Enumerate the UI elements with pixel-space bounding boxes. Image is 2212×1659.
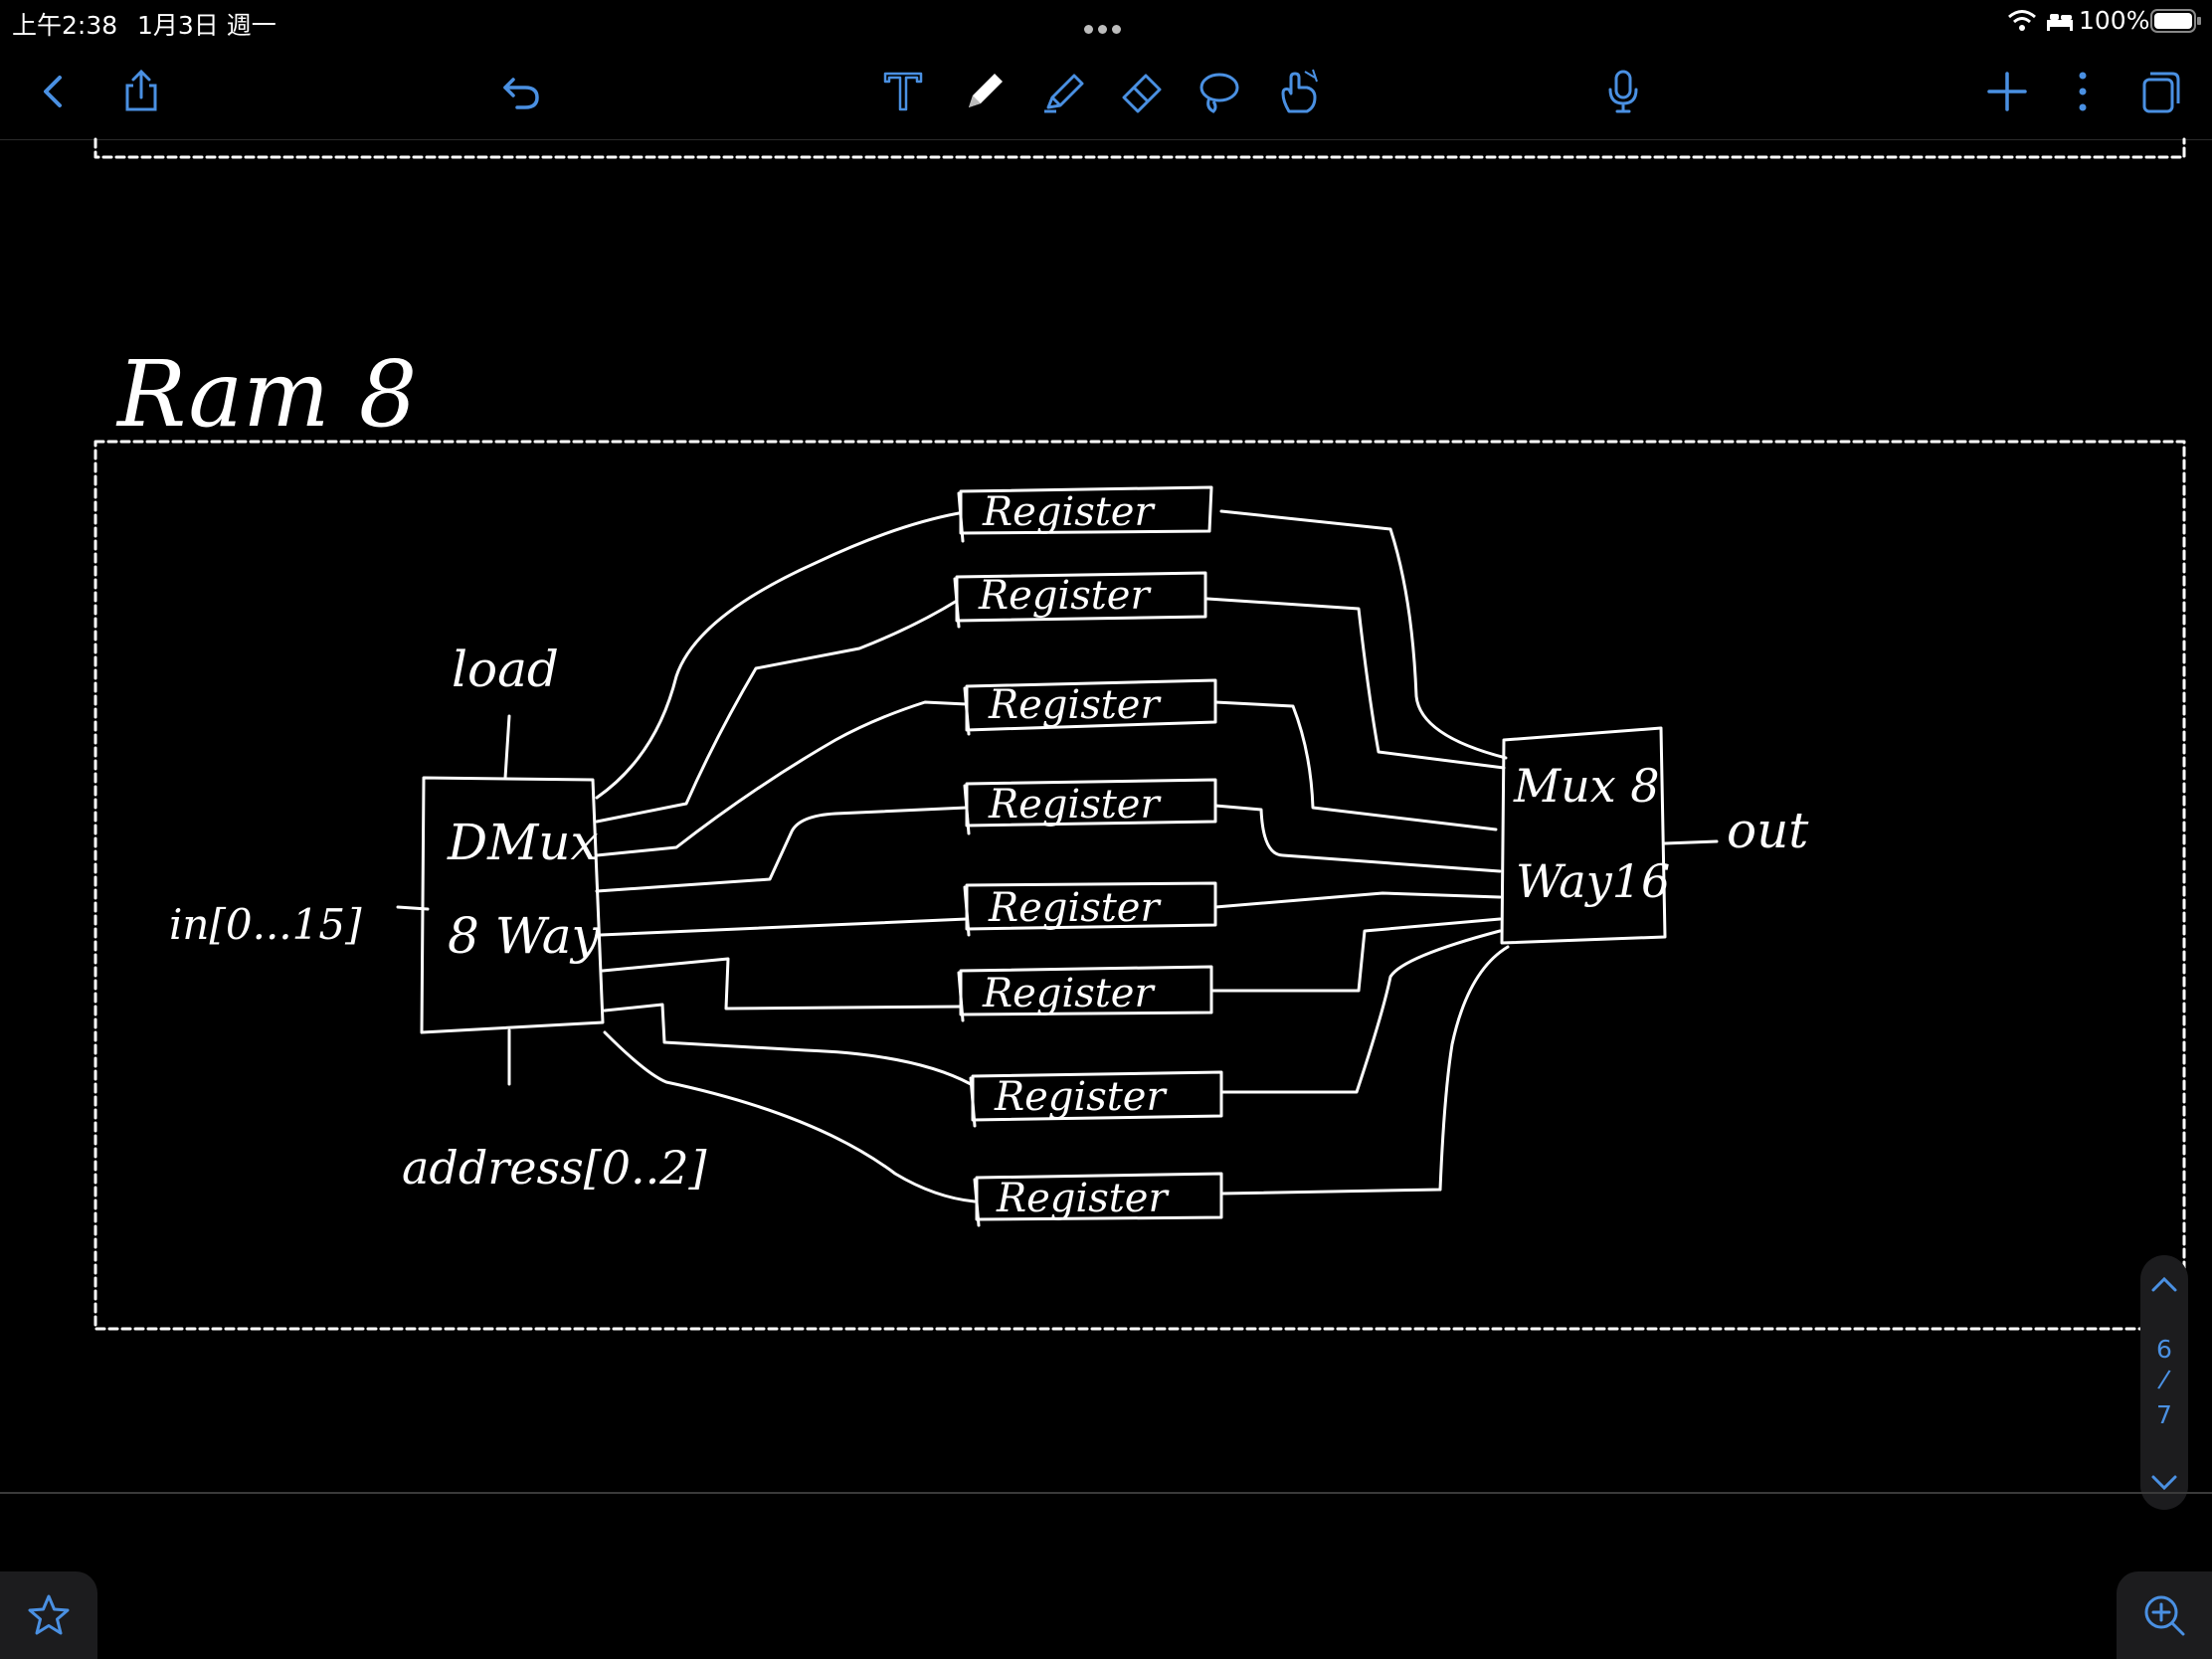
pages-button[interactable] <box>2130 62 2190 121</box>
lasso-icon <box>1199 73 1239 113</box>
register-3-to-mux-wire <box>1213 700 1498 831</box>
mux-box <box>1500 726 1667 945</box>
battery-icon <box>2150 9 2201 33</box>
register-7-to-mux-wire <box>1219 929 1502 1094</box>
dmux-label-line1: DMux <box>447 814 599 871</box>
register-box <box>969 1070 1223 1128</box>
share-button[interactable] <box>111 62 171 121</box>
register-box <box>957 485 1213 543</box>
status-bar: 上午2:38 1月3日 週一 100% <box>0 0 2212 44</box>
register-label: Register <box>988 682 1162 728</box>
multitasking-dots[interactable] <box>1084 19 1128 34</box>
register-4-to-mux-wire <box>1213 804 1502 873</box>
chevron-up-icon[interactable] <box>2150 1275 2178 1293</box>
address-label: address[0..2] <box>402 1141 706 1195</box>
dmux-to-register-3-wire <box>595 700 969 857</box>
back-button[interactable] <box>24 62 84 121</box>
load-wire <box>503 714 511 780</box>
bed-icon <box>2047 14 2073 31</box>
eraser-tool-button[interactable] <box>1112 62 1172 121</box>
previous-page-frame <box>93 137 2186 159</box>
text-tool-icon <box>883 72 923 111</box>
register-label: Register <box>982 489 1156 535</box>
current-page: 6 <box>2156 1335 2172 1364</box>
page-frame <box>93 440 2186 1331</box>
undo-button[interactable] <box>491 62 551 121</box>
dmux-box <box>420 776 605 1034</box>
highlighter-tool-button[interactable] <box>1034 62 1094 121</box>
register-box <box>963 778 1217 835</box>
lasso-tool-button[interactable] <box>1190 62 1249 121</box>
hand-tool-button[interactable] <box>1269 62 1329 121</box>
zoom-in-icon <box>2144 1595 2185 1636</box>
chevron-down-icon[interactable] <box>2150 1474 2178 1492</box>
note-title: Ram 8 <box>115 341 417 448</box>
dmux-to-register-7-wire <box>603 1003 973 1086</box>
pages-icon <box>2142 72 2180 113</box>
dmux-label-line2: 8 Way <box>448 907 601 965</box>
status-date: 1月3日 週一 <box>137 11 276 40</box>
register-box <box>963 881 1217 937</box>
toolbar <box>0 44 2212 140</box>
pen-icon <box>969 74 1003 107</box>
register-5-to-mux-wire <box>1213 891 1502 909</box>
wifi-icon <box>2008 10 2036 31</box>
dmux-to-register-1-wire <box>595 511 961 800</box>
zoom-button[interactable] <box>2117 1571 2212 1659</box>
register-box <box>963 678 1217 736</box>
chevron-left-icon <box>44 76 62 107</box>
dmux-to-register-8-wire <box>603 1030 977 1203</box>
hand-pointer-icon <box>1281 69 1318 113</box>
share-icon <box>125 69 157 111</box>
pen-tool-button[interactable] <box>955 62 1014 121</box>
register-2-to-mux-wire <box>1205 597 1506 770</box>
register-label: Register <box>988 885 1162 931</box>
eraser-icon <box>1122 74 1162 113</box>
load-label: load <box>452 641 559 698</box>
total-pages: 7 <box>2156 1400 2172 1429</box>
register-1-to-mux-wire <box>1219 509 1508 760</box>
output-label: out <box>1727 802 1809 859</box>
in-wire <box>396 905 430 911</box>
input-label: in[0...15] <box>169 900 362 949</box>
register-label: Register <box>988 782 1162 828</box>
register-box <box>973 1172 1223 1227</box>
battery-percent: 100% <box>2079 6 2150 35</box>
star-icon <box>28 1594 70 1635</box>
register-label: Register <box>996 1176 1170 1221</box>
register-box <box>957 965 1213 1022</box>
favorite-button[interactable] <box>0 1571 97 1659</box>
text-tool-button[interactable] <box>873 62 933 121</box>
dmux-to-register-5-wire <box>599 917 969 937</box>
register-6-to-mux-wire <box>1211 917 1502 993</box>
dmux-to-register-6-wire <box>601 957 963 1011</box>
register-label: Register <box>994 1074 1168 1120</box>
register-label: Register <box>978 573 1152 619</box>
mux-label-line1: Mux 8 <box>1513 759 1660 813</box>
add-button[interactable] <box>1977 62 2037 121</box>
more-button[interactable] <box>2053 62 2113 121</box>
dmux-to-register-4-wire <box>595 806 969 893</box>
register-8-to-mux-wire <box>1219 945 1510 1196</box>
undo-icon <box>503 78 539 109</box>
dmux-to-register-2-wire <box>595 599 959 824</box>
microphone-button[interactable] <box>1593 62 1653 121</box>
page-scroller[interactable]: 6 / 7 <box>2140 1255 2188 1510</box>
microphone-icon <box>1608 70 1638 113</box>
plus-icon <box>1987 72 2027 111</box>
page-divider <box>0 1492 2212 1494</box>
out-wire <box>1663 839 1719 845</box>
register-box <box>953 571 1207 629</box>
register-label: Register <box>982 971 1156 1016</box>
highlighter-icon <box>1044 74 1084 113</box>
mux-label-line2: Way16 <box>1516 854 1670 908</box>
status-time: 上午2:38 <box>12 11 118 40</box>
more-icon <box>2079 72 2087 111</box>
page-separator: / <box>2156 1364 2172 1394</box>
